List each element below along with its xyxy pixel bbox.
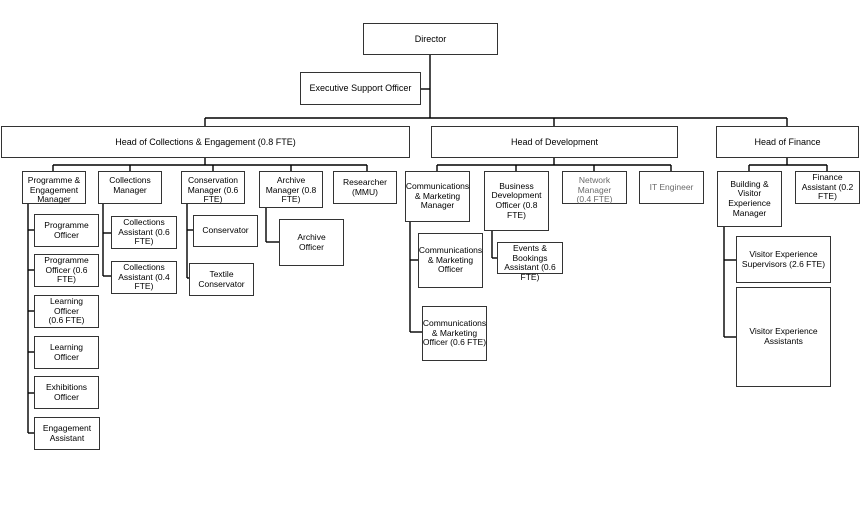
programme-engagement-manager-box: Programme & Engagement Manager: [22, 171, 86, 204]
building-visitor-experience-manager-box: Building & Visitor Experience Manager: [717, 171, 782, 227]
conservation-manager-box: Conservation Manager (0.6 FTE): [181, 171, 245, 204]
visitor-experience-assistants-box: Visitor Experience Assistants: [736, 287, 831, 387]
engagement-assistant-box: Engagement Assistant: [34, 417, 100, 450]
communications-marketing-manager-box: Communications & Marketing Manager: [405, 171, 470, 222]
finance-assistant-box: Finance Assistant (0.2 FTE): [795, 171, 860, 204]
events-bookings-assistant-box: Events & Bookings Assistant (0.6 FTE): [497, 242, 563, 281]
textile-conservator-box: Textile Conservator: [189, 263, 254, 296]
exhibitions-officer-box: Exhibitions Officer: [34, 376, 99, 409]
director-box: Director: [363, 23, 498, 55]
programme-officer-part-time-box: Programme Officer (0.6 FTE): [34, 254, 99, 287]
archive-officer-box: Archive Officer: [279, 219, 344, 266]
business-development-officer-box: Business Development Officer (0.8 FTE): [484, 171, 549, 231]
head-of-collections-box: Head of Collections & Engagement (0.8 FT…: [1, 126, 410, 158]
executive-support-officer-box: Executive Support Officer: [300, 72, 421, 105]
communications-marketing-officer-part-time-box: Communications & Marketing Officer (0.6 …: [422, 306, 487, 361]
communications-marketing-officer-box: Communications & Marketing Officer: [418, 233, 483, 288]
learning-officer-box: Learning Officer: [34, 336, 99, 369]
conservator-box: Conservator: [193, 215, 258, 247]
researcher-box: Researcher (MMU): [333, 171, 397, 204]
programme-officer-box: Programme Officer: [34, 214, 99, 247]
collections-manager-box: Collections Manager: [98, 171, 162, 204]
visitor-experience-supervisors-box: Visitor Experience Supervisors (2.6 FTE): [736, 236, 831, 283]
collections-assistant-04-box: Collections Assistant (0.4 FTE): [111, 261, 177, 294]
learning-officer-part-time-box: Learning Officer (0.6 FTE): [34, 295, 99, 328]
head-of-finance-box: Head of Finance: [716, 126, 859, 158]
network-manager-box: Network Manager (0.4 FTE): [562, 171, 627, 204]
archive-manager-box: Archive Manager (0.8 FTE): [259, 171, 323, 208]
collections-assistant-06-box: Collections Assistant (0.6 FTE): [111, 216, 177, 249]
it-engineer-box: IT Engineer: [639, 171, 704, 204]
head-of-development-box: Head of Development: [431, 126, 678, 158]
